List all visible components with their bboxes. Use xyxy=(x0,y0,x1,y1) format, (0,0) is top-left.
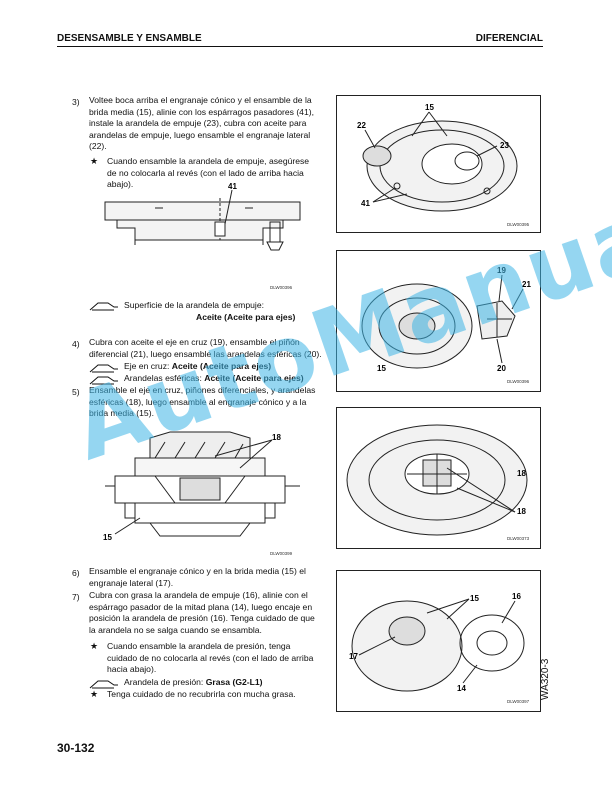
step-3-text: Voltee boca arriba el engranaje cónico y… xyxy=(89,95,324,153)
callout-19: 19 xyxy=(497,266,506,275)
callout-21: 21 xyxy=(522,280,531,289)
step-7-line: la arandela no se salga cuando se ensamb… xyxy=(89,624,262,635)
step-3-number: 3) xyxy=(72,97,80,107)
step-3-note: Cuando ensamble la arandela de empuje, a… xyxy=(107,156,325,191)
oil-label: Eje en cruz: xyxy=(124,361,170,371)
grease-label: Arandela de presión: xyxy=(124,677,204,687)
oil-line-cross: Eje en cruz: Aceite (Aceite para ejes) xyxy=(124,361,271,373)
figure-code: DLW00396 xyxy=(507,379,530,384)
star-icon: ★ xyxy=(90,156,99,166)
header-section: DESENSAMBLE Y ENSAMBLE xyxy=(57,33,202,44)
note-line: cuidado de no colocarla al revés (con el… xyxy=(107,652,314,663)
figure-1: 15 22 23 41 DLW00395 xyxy=(336,95,541,233)
oil-value: Aceite (Aceite para ejes) xyxy=(196,312,296,322)
grease-line: Arandela de presión: Grasa (G2-L1) xyxy=(124,677,263,689)
step-7-line: espárrago pasador de la mitad plana (14)… xyxy=(89,601,313,612)
callout-20: 20 xyxy=(497,364,506,373)
step-7-line: posición la arandela de presión (16). Te… xyxy=(89,613,315,624)
callout-15: 15 xyxy=(425,103,434,112)
step-4-text: Cubra con aceite el eje en cruz (19), en… xyxy=(89,337,329,360)
figure-2-drawing: 19 21 15 20 xyxy=(361,266,531,373)
callout-18: 18 xyxy=(517,469,526,478)
callout-17: 17 xyxy=(349,652,358,661)
page-number: 30-132 xyxy=(57,741,95,755)
step-4-line: Cubra con aceite el eje en cruz (19), en… xyxy=(89,337,300,347)
figure-code: DLW00397 xyxy=(507,699,530,704)
header-rule xyxy=(57,46,543,47)
step-3-line: Voltee boca arriba el engranaje cónico y… xyxy=(89,95,312,105)
grease-icon xyxy=(89,680,118,689)
figure-flange-section: 41 xyxy=(104,182,301,251)
step-6-number: 6) xyxy=(72,568,80,578)
step-7-note: Cuando ensamble la arandela de presión, … xyxy=(107,641,332,676)
callout-41: 41 xyxy=(361,199,370,208)
step-3-line: (22). xyxy=(89,141,107,152)
step-3-line: instale la arandela de empuje (23), cubr… xyxy=(89,118,307,129)
step-4-number: 4) xyxy=(72,339,80,349)
figure-3: 18 18 DLW00373 xyxy=(336,407,541,549)
grease-value: Grasa (G2-L1) xyxy=(205,677,263,687)
callout-18b: 18 xyxy=(517,507,526,516)
step-7-text: Cubra con grasa la arandela de empuje (1… xyxy=(89,590,329,636)
callout-15: 15 xyxy=(103,533,112,542)
callout-15: 15 xyxy=(377,364,386,373)
step-4-line: diferencial (21), luego ensamble las ara… xyxy=(89,348,322,359)
figure-4-drawing: 15 16 17 14 xyxy=(349,592,525,693)
oil-value: Aceite (Aceite para ejes) xyxy=(171,361,272,371)
figure-code: DLW00396 xyxy=(270,285,293,290)
callout-18: 18 xyxy=(272,433,281,442)
callout-22: 22 xyxy=(357,121,366,130)
callout-16: 16 xyxy=(512,592,521,601)
oil-can-icon xyxy=(89,364,118,373)
model-code: WA320-3 xyxy=(540,658,551,700)
step-7-line: Cubra con grasa la arandela de empuje (1… xyxy=(89,590,308,600)
figure-code: DLW00399 xyxy=(270,551,293,556)
figure-4: 15 16 17 14 DLW00397 xyxy=(336,570,541,712)
note-line: Cuando ensamble la arandela de empuje, a… xyxy=(107,156,310,166)
callout-41: 41 xyxy=(228,182,237,191)
figure-2: 19 21 15 20 DLW00396 xyxy=(336,250,541,392)
note-line: abajo). xyxy=(107,179,134,190)
oil-can-icon xyxy=(89,302,118,311)
step-7-note2: Tenga cuidado de no recubrirla con mucha… xyxy=(107,689,296,699)
step-3-line: brida media (15), alinie con los espárra… xyxy=(89,106,314,117)
note-line: hacia abajo). xyxy=(107,664,157,675)
figure-differential-section: 18 15 xyxy=(103,431,300,542)
callout-15: 15 xyxy=(470,594,479,603)
callout-14: 14 xyxy=(457,684,466,693)
note-line: de no colocarla al revés (con el lado de… xyxy=(107,167,304,178)
step-5-line: Ensamble el eje en cruz, piñones diferen… xyxy=(89,385,316,395)
step-6-text: Ensamble el engranaje cónico y en la bri… xyxy=(89,566,329,589)
step-5-text: Ensamble el eje en cruz, piñones diferen… xyxy=(89,385,329,420)
oil-line-washers: Arandelas esféricas: Aceite (Aceite para… xyxy=(124,373,304,385)
star-icon: ★ xyxy=(90,641,99,651)
step-5-line: brida media (15). xyxy=(89,408,154,419)
step-7-number: 7) xyxy=(72,592,80,602)
step-3-line: arandelas de empuje, luego ensamble el e… xyxy=(89,129,311,140)
step-5-number: 5) xyxy=(72,387,80,397)
header-chapter: DIFERENCIAL xyxy=(475,33,543,44)
oil-value: Aceite (Aceite para ejes) xyxy=(204,373,304,383)
figure-code: DLW00395 xyxy=(507,222,530,227)
step-6-line: Ensamble el engranaje cónico y en la bri… xyxy=(89,566,306,576)
oil-label: Superficie de la arandela de empuje: xyxy=(124,300,264,310)
step-5-line: esféricas (18), luego ensamble al engran… xyxy=(89,396,307,407)
figure-code: DLW00373 xyxy=(507,536,530,541)
note-line: Cuando ensamble la arandela de presión, … xyxy=(107,641,291,651)
star-icon: ★ xyxy=(90,689,99,699)
step-6-line: engranaje lateral (17). xyxy=(89,577,174,588)
figure-3-drawing: 18 18 xyxy=(346,424,528,536)
callout-23: 23 xyxy=(500,141,509,150)
oil-label: Arandelas esféricas: xyxy=(124,373,202,383)
figure-1-drawing: 15 22 23 41 xyxy=(357,103,518,212)
oil-can-icon xyxy=(89,376,118,385)
